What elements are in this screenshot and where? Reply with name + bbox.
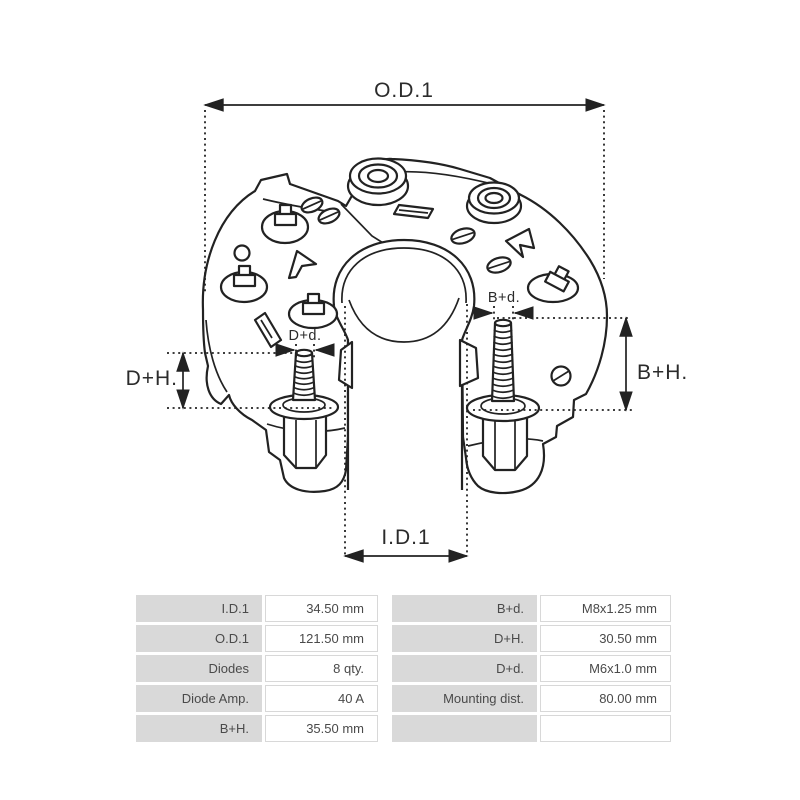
flange-inner-arc <box>341 247 467 304</box>
left-stud <box>291 348 317 402</box>
spec-value: 8 qty. <box>265 655 378 682</box>
dim-dd: D+d. <box>275 328 335 359</box>
table-row: D+H. 30.50 mm <box>392 625 671 652</box>
diode <box>287 292 339 330</box>
right-stud <box>490 318 516 403</box>
od1-label: O.D.1 <box>374 79 434 102</box>
id1-label: I.D.1 <box>381 526 430 549</box>
spec-label: O.D.1 <box>136 625 262 652</box>
spec-label: Diode Amp. <box>136 685 262 712</box>
vent-slot <box>300 196 324 214</box>
spec-label: I.D.1 <box>136 595 262 622</box>
diode <box>260 203 310 245</box>
key-slot <box>253 311 283 349</box>
arrow-mark-right <box>504 227 536 259</box>
table-row: Mounting dist. 80.00 mm <box>392 685 671 712</box>
table-row: O.D.1 121.50 mm <box>136 625 378 652</box>
table-row: I.D.1 34.50 mm <box>136 595 378 622</box>
spec-label: Diodes <box>136 655 262 682</box>
spec-label: B+d. <box>392 595 537 622</box>
bore-rim-arc <box>348 297 460 343</box>
table-row: B+H. 35.50 mm <box>136 715 378 742</box>
table-row: B+d. M8x1.25 mm <box>392 595 671 622</box>
vent-slot <box>450 227 476 245</box>
key-slot <box>392 203 435 220</box>
spec-value <box>540 715 671 742</box>
diode <box>526 265 580 304</box>
vent-slot <box>486 256 512 274</box>
right-knee <box>458 338 480 388</box>
table-row: Diode Amp. 40 A <box>136 685 378 712</box>
spec-label <box>392 715 537 742</box>
spec-value: M6x1.0 mm <box>540 655 671 682</box>
right-bracket <box>465 393 544 472</box>
dim-bh: B+H. <box>473 316 688 412</box>
spec-label: D+H. <box>392 625 537 652</box>
right-nut <box>481 414 529 472</box>
left-rim-line <box>205 319 228 393</box>
spec-value: 40 A <box>265 685 378 712</box>
spec-label: B+H. <box>136 715 262 742</box>
spec-label: D+d. <box>392 655 537 682</box>
left-bracket <box>266 393 346 470</box>
spec-value: 121.50 mm <box>265 625 378 652</box>
table-row: D+d. M6x1.0 mm <box>392 655 671 682</box>
dd-label: D+d. <box>288 328 321 344</box>
left-nut <box>282 413 328 470</box>
spec-value: 35.50 mm <box>265 715 378 742</box>
bh-label: B+H. <box>637 361 688 384</box>
terminal-boss-right <box>465 181 523 225</box>
center-bore <box>332 238 476 490</box>
table-row: Diodes 8 qty. <box>136 655 378 682</box>
dh-label: D+H. <box>126 367 178 390</box>
vent-slot <box>317 207 341 225</box>
pilot-hole <box>233 244 251 262</box>
dim-dh: D+H. <box>126 351 332 410</box>
dim-id1: I.D.1 <box>343 304 469 563</box>
terminal-boss-left <box>346 157 410 207</box>
spec-label: Mounting dist. <box>392 685 537 712</box>
screw-head <box>550 365 572 387</box>
dim-od1: O.D.1 <box>203 79 606 292</box>
table-row <box>392 715 671 742</box>
spec-value: 30.50 mm <box>540 625 671 652</box>
spec-value: 80.00 mm <box>540 685 671 712</box>
rectifier-diagram: O.D.1 I.D.1 D+H. B+H. D+d. <box>126 79 688 563</box>
diode <box>219 264 269 304</box>
left-knee <box>337 340 354 390</box>
arrow-mark-left <box>287 249 318 280</box>
spec-table-right: B+d. M8x1.25 mm D+H. 30.50 mm D+d. M6x1.… <box>389 592 674 745</box>
spec-tables: I.D.1 34.50 mm O.D.1 121.50 mm Diodes 8 … <box>133 592 800 745</box>
spec-table-left: I.D.1 34.50 mm O.D.1 121.50 mm Diodes 8 … <box>133 592 381 745</box>
spec-value: 34.50 mm <box>265 595 378 622</box>
rectifier-body <box>201 157 609 495</box>
dim-bd: B+d. <box>473 290 534 321</box>
bd-label: B+d. <box>488 290 520 306</box>
spec-value: M8x1.25 mm <box>540 595 671 622</box>
